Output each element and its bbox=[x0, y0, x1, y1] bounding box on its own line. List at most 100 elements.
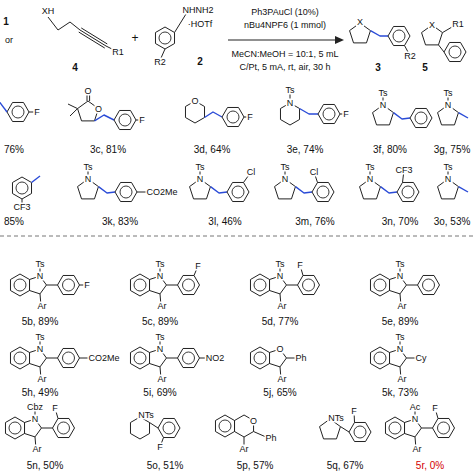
bond-line bbox=[388, 26, 410, 45]
aromatic-ring bbox=[16, 182, 28, 194]
aromatic-ring bbox=[423, 279, 435, 291]
scheme-label: 2 bbox=[196, 57, 204, 67]
atom-label: F bbox=[51, 404, 59, 413]
compound-label: 3c, 81% bbox=[89, 145, 127, 155]
bond-line bbox=[158, 418, 180, 437]
bond-line bbox=[10, 274, 29, 296]
bond-line bbox=[422, 428, 433, 429]
scheme-label: or bbox=[4, 36, 14, 45]
bond-line bbox=[10, 347, 29, 369]
aromatic-ring bbox=[119, 114, 131, 126]
bond-line bbox=[385, 417, 404, 439]
compound-label: 85% bbox=[3, 217, 25, 227]
bond-line bbox=[211, 187, 228, 193]
atom-label: Ar bbox=[239, 445, 250, 454]
aromatic-ring bbox=[58, 422, 70, 434]
atom-label: Ts bbox=[378, 89, 389, 98]
atom-label: Ar bbox=[157, 302, 168, 311]
aromatic-ring bbox=[402, 186, 414, 198]
bond-line bbox=[394, 113, 411, 119]
bond-line bbox=[47, 285, 58, 286]
atom-label: Ts bbox=[35, 260, 46, 269]
atom-label: Ts bbox=[365, 163, 376, 172]
condition-text: C/Pt, 5 mA, rt, air, 30 h bbox=[238, 63, 331, 72]
compound-label: 5r, 0% bbox=[415, 461, 445, 471]
atom-label: N bbox=[36, 345, 45, 354]
scheme-label: R2 bbox=[403, 52, 417, 61]
atom-label: N bbox=[196, 175, 205, 184]
atom-label: N bbox=[31, 415, 40, 424]
aromatic-ring bbox=[354, 426, 366, 438]
bond-line bbox=[370, 347, 389, 369]
bond-line bbox=[459, 113, 469, 118]
aromatic-ring bbox=[393, 30, 405, 42]
compound-label: 5j, 65% bbox=[262, 388, 297, 398]
compound-label: 3f, 80% bbox=[372, 145, 408, 155]
atom-label: O bbox=[94, 104, 103, 113]
atom-label: N bbox=[84, 175, 93, 184]
atom-label: O bbox=[249, 416, 258, 425]
atom-label: N bbox=[276, 272, 285, 281]
scheme-label: R2 bbox=[153, 58, 167, 67]
scheme-label: X bbox=[356, 18, 364, 27]
aromatic-ring bbox=[449, 46, 461, 58]
bond-line bbox=[47, 358, 58, 359]
compound-label: 5b, 89% bbox=[21, 317, 60, 327]
atom-label: N bbox=[286, 99, 295, 108]
scheme-label: R1 bbox=[111, 48, 125, 57]
atom-label: N bbox=[379, 101, 388, 110]
aromatic-ring bbox=[438, 422, 450, 434]
compound-label: 3o, 53% bbox=[433, 217, 472, 227]
bond-line bbox=[433, 418, 455, 437]
bond-line bbox=[410, 108, 432, 127]
bond-line bbox=[300, 109, 319, 115]
atom-label: N bbox=[396, 272, 405, 281]
aromatic-ring bbox=[183, 352, 195, 364]
bond-line bbox=[7, 102, 29, 121]
atom-label: Ts bbox=[395, 260, 406, 269]
bond-line bbox=[167, 285, 178, 286]
aromatic-ring bbox=[323, 108, 335, 120]
atom-label: F bbox=[83, 281, 91, 290]
atom-label: Ts bbox=[280, 163, 291, 172]
aromatic-ring bbox=[63, 279, 75, 291]
compound-label: 5i, 69% bbox=[142, 388, 177, 398]
bond-line bbox=[70, 109, 78, 116]
atom-label: Ts bbox=[443, 163, 454, 172]
atom-label: Ar bbox=[37, 302, 48, 311]
structures bbox=[0, 14, 474, 449]
bond-line bbox=[53, 418, 75, 437]
bond-line bbox=[227, 182, 249, 201]
aromatic-ring bbox=[317, 186, 329, 198]
compound-label: 3g, 75% bbox=[433, 145, 472, 155]
bond-line bbox=[130, 417, 149, 439]
atom-label: F bbox=[431, 404, 439, 413]
atom-label: Cl bbox=[309, 168, 320, 177]
aromatic-ring bbox=[374, 279, 386, 291]
bond-line bbox=[341, 427, 350, 432]
bond-line bbox=[287, 285, 298, 286]
bond-line bbox=[12, 177, 31, 199]
atom-label: Ac bbox=[409, 403, 422, 412]
atom-label: N bbox=[444, 101, 453, 110]
atom-label: NTs bbox=[137, 411, 155, 420]
aromatic-ring bbox=[227, 111, 239, 123]
bond-line bbox=[349, 422, 371, 441]
bond-line bbox=[114, 110, 136, 129]
atom-label: N bbox=[366, 175, 375, 184]
aromatic-ring bbox=[232, 186, 244, 198]
bond-line bbox=[370, 274, 389, 296]
scheme-label: X bbox=[428, 21, 436, 30]
bond-line bbox=[58, 275, 80, 294]
atom-label: F bbox=[342, 110, 350, 119]
compound-label: 76% bbox=[3, 145, 25, 155]
atom-label: O bbox=[190, 97, 199, 106]
bond-line bbox=[5, 417, 24, 439]
bond-line bbox=[407, 285, 418, 286]
atom-label: CO2Me bbox=[145, 188, 178, 197]
atom-label: Ar bbox=[397, 375, 408, 384]
bond-line bbox=[250, 347, 269, 369]
compound-label: 3d, 64% bbox=[193, 145, 232, 155]
scheme-label: XH bbox=[41, 7, 56, 16]
